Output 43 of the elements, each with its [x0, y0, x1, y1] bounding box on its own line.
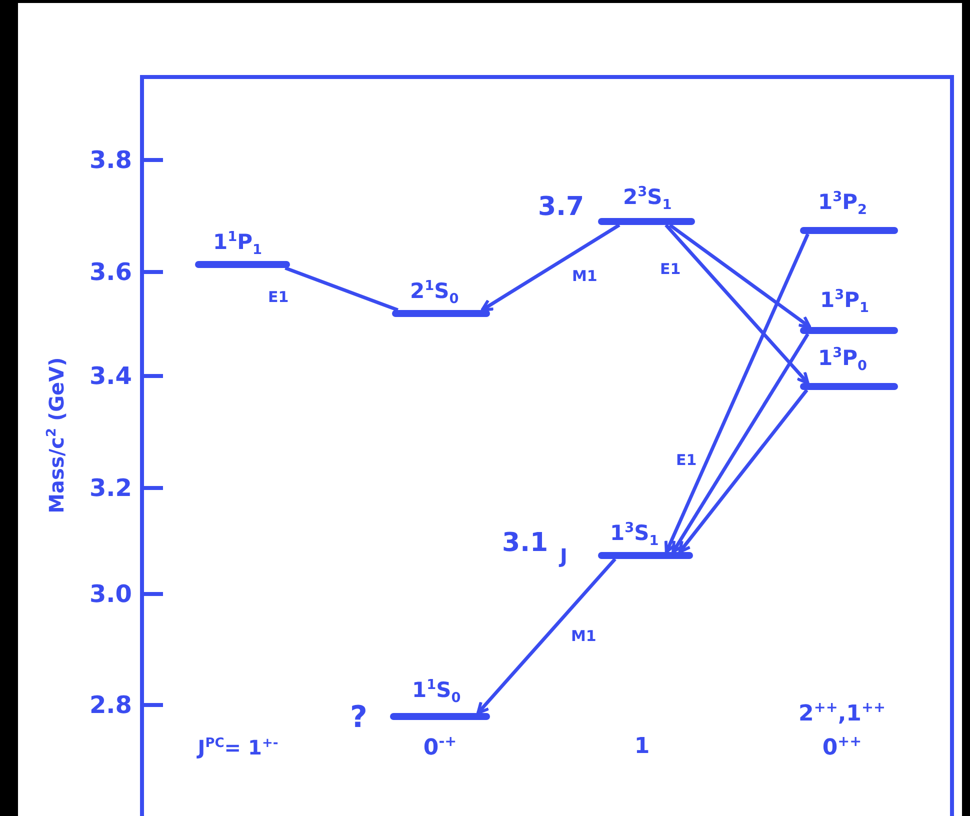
axis-tick-label: 3.0 [89, 582, 132, 606]
transition-arrow [668, 224, 812, 328]
energy-level-bar [392, 310, 490, 317]
energy-level-bar [195, 261, 290, 268]
transition-arrow [480, 224, 620, 312]
energy-level-bar [390, 713, 490, 720]
edge-label: E1 [658, 262, 683, 277]
transition-arrow [672, 333, 810, 554]
quantum-number-label: 2$^{++}$,1$^{++}$ [798, 700, 886, 726]
transition-arrow [664, 224, 810, 384]
level-annotation: 3.1 [502, 530, 548, 556]
state-label: 1$^{3}$S$_{1}$ [610, 522, 659, 549]
axis-tick-label: 3.8 [89, 148, 132, 172]
level-annotation: J [560, 546, 568, 566]
state-label: 2$^{1}$S$_{0}$ [410, 280, 459, 307]
energy-level-bar [800, 383, 898, 390]
axis-tick-label: 3.6 [89, 260, 132, 284]
state-label: 1$^{3}$P$_{1}$ [820, 289, 870, 316]
edge-label: M1 [570, 269, 600, 284]
energy-level-bar [800, 327, 898, 334]
state-label: 1$^{1}$P$_{1}$ [213, 231, 262, 258]
state-label: 1$^{1}$S$_{0}$ [412, 679, 461, 706]
quantum-number-label: J$^{PC}$= 1$^{+-}$ [198, 736, 278, 758]
transition-arrow [476, 558, 616, 714]
state-label: 1$^{3}$P$_{0}$ [818, 347, 868, 374]
quantum-number-label: 0$^{-+}$ [423, 734, 457, 760]
edge-label: E1 [266, 290, 291, 305]
level-annotation: 3.7 [538, 194, 584, 220]
edge-label: E1 [674, 453, 699, 468]
axis-tick-label: 2.8 [89, 693, 132, 717]
transition-arrow [678, 388, 808, 554]
axis-tick-label: 3.4 [89, 364, 132, 388]
level-annotation: ? [350, 703, 368, 733]
energy-level-bar [800, 227, 898, 234]
quantum-number-label: 0$^{++}$ [822, 734, 862, 760]
energy-level-bar [598, 552, 693, 559]
edge-label: M1 [569, 629, 598, 644]
axis-tick-label: 3.2 [89, 476, 132, 500]
energy-level-bar [598, 218, 695, 225]
transition-arrow [664, 233, 810, 554]
state-label: 1$^{3}$P$_{2}$ [818, 191, 868, 218]
state-label: 2$^{3}$S$_{1}$ [623, 186, 672, 213]
quantum-number-label: 1 [634, 736, 650, 758]
